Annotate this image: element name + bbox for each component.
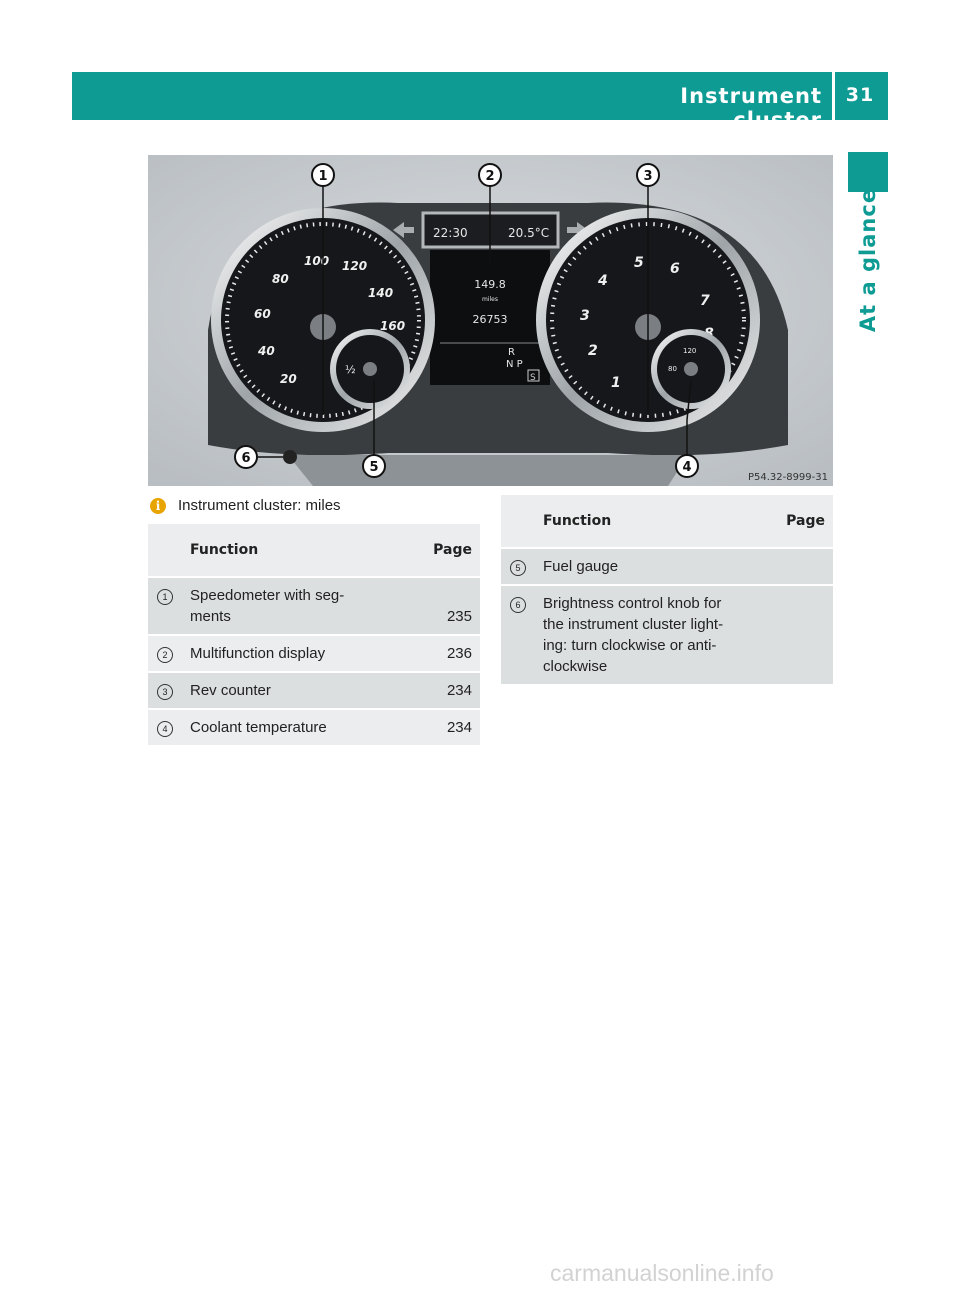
callout-2: 2	[485, 169, 494, 184]
display-time: 22:30	[433, 226, 468, 240]
callout-1: 1	[318, 169, 327, 184]
row-number: 5	[510, 560, 526, 576]
row-function: Multifunction display	[182, 636, 419, 671]
header-number	[148, 524, 182, 576]
table-row: 4 Coolant temperature 234	[148, 710, 480, 745]
row-number: 1	[157, 589, 173, 605]
row-function: Brightness control knob for the instrume…	[535, 586, 772, 684]
page-number: 31	[845, 84, 875, 106]
chapter-label: At a glance	[856, 187, 880, 333]
speedo-label-20: 20	[280, 372, 297, 386]
table-row: 6 Brightness control knob for the instru…	[501, 586, 833, 684]
row-function: Coolant temperature	[182, 710, 419, 745]
info-note: i Instrument cluster: miles	[150, 497, 341, 514]
figure-code: P54.32-8999-31	[748, 472, 828, 483]
header-page: Page	[419, 524, 480, 576]
table-row: 5 Fuel gauge	[501, 549, 833, 584]
display-gear-np: N P	[506, 359, 523, 370]
row-page-link[interactable]: 236	[419, 636, 480, 671]
speedo-label-160: 160	[380, 319, 405, 333]
function-table-left: Function Page 1 Speedometer with seg- me…	[148, 522, 480, 747]
callout-4: 4	[682, 460, 691, 475]
rev-label-2: 2	[588, 343, 598, 359]
coolant-label-120: 120	[683, 347, 696, 355]
rev-label-6: 6	[670, 261, 680, 277]
header-bar	[72, 72, 888, 120]
callout-6: 6	[241, 451, 250, 466]
table-row: 2 Multifunction display 236	[148, 636, 480, 671]
header-function: Function	[182, 524, 419, 576]
row-page	[772, 586, 833, 684]
table-header-row: Function Page	[501, 495, 833, 547]
callout-5: 5	[369, 460, 378, 475]
coolant-label-80: 80	[668, 365, 677, 373]
info-text: Instrument cluster: miles	[178, 497, 341, 514]
rev-label-7: 7	[700, 293, 710, 309]
table-row: 1 Speedometer with seg- ments 235	[148, 578, 480, 634]
fuel-half-label: ½	[345, 363, 356, 376]
header-separator	[832, 72, 835, 120]
rev-label-5: 5	[634, 255, 644, 271]
rev-label-3: 3	[580, 308, 590, 324]
speedo-label-100: 100	[304, 254, 329, 268]
row-function: Speedometer with seg- ments	[182, 578, 419, 634]
speedo-label-60: 60	[254, 307, 271, 321]
display-unit: miles	[482, 296, 498, 303]
display-temperature: 20.5°C	[508, 226, 549, 240]
header-function: Function	[535, 495, 772, 547]
rev-label-4: 4	[597, 273, 608, 289]
display-odometer: 26753	[473, 313, 508, 326]
side-tab-marker	[848, 152, 888, 192]
table-header-row: Function Page	[148, 524, 480, 576]
section-title: Instrument cluster	[680, 84, 822, 132]
header-page: Page	[772, 495, 833, 547]
row-number: 6	[510, 597, 526, 613]
watermark[interactable]: carmanualsonline.info	[550, 1260, 774, 1286]
row-page-link[interactable]: 234	[419, 710, 480, 745]
row-number: 2	[157, 647, 173, 663]
rev-label-1: 1	[611, 375, 621, 391]
table-row: 3 Rev counter 234	[148, 673, 480, 708]
display-gear-s: S	[530, 373, 536, 383]
row-function: Rev counter	[182, 673, 419, 708]
instrument-cluster-photo: 22:30 20.5°C 149.8 miles 26753 R N P S 2…	[148, 155, 833, 486]
speedo-label-140: 140	[368, 286, 393, 300]
header-number	[501, 495, 535, 547]
speedo-label-80: 80	[272, 272, 289, 286]
callout-3: 3	[643, 169, 652, 184]
display-trip: 149.8	[474, 278, 506, 291]
row-page-link[interactable]: 235	[419, 578, 480, 634]
speedo-label-40: 40	[257, 344, 275, 358]
display-gear-r: R	[508, 347, 515, 358]
info-icon: i	[150, 497, 166, 514]
row-number: 4	[157, 721, 173, 737]
row-function: Fuel gauge	[535, 549, 772, 584]
speedo-label-120: 120	[342, 259, 367, 273]
function-table-right: Function Page 5 Fuel gauge 6 Brightness …	[501, 493, 833, 686]
row-page	[772, 549, 833, 584]
row-number: 3	[157, 684, 173, 700]
row-page-link[interactable]: 234	[419, 673, 480, 708]
